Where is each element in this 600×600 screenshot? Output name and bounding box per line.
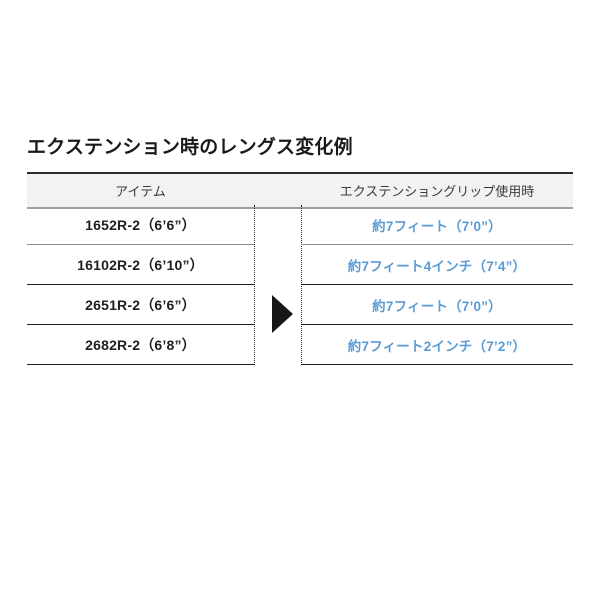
cell-extension: 約7フィート2インチ（7’2”）	[347, 339, 527, 354]
column-header-item: アイテム	[115, 184, 166, 199]
cell-item: 2682R-2（6’8”）	[85, 337, 196, 353]
row-separator-right	[301, 244, 573, 245]
length-change-table: アイテム エクステンショングリップ使用時 1652R-2（6’6”） 約7フィー…	[27, 172, 573, 365]
table-row: 2682R-2（6’8”） 約7フィート2インチ（7’2”）	[27, 325, 573, 365]
cell-extension: 約7フィート4インチ（7’4”）	[347, 259, 527, 274]
cell-item: 16102R-2（6’10”）	[77, 257, 204, 273]
table-header-row: アイテム エクステンショングリップ使用時	[27, 172, 573, 209]
arrow-right-triangle-icon	[272, 295, 293, 333]
row-separator-left	[27, 244, 254, 245]
column-header-extension: エクステンショングリップ使用時	[339, 184, 535, 199]
row-separator-left	[27, 364, 254, 365]
row-separator-left	[27, 324, 254, 325]
table-row: 1652R-2（6’6”） 約7フィート（7’0”）	[27, 205, 573, 245]
row-separator-right	[301, 364, 573, 365]
cell-extension: 約7フィート（7’0”）	[372, 219, 502, 234]
page-title: エクステンション時のレングス変化例	[27, 137, 353, 158]
dotted-rail-right	[301, 205, 302, 365]
row-separator-right	[301, 324, 573, 325]
row-separator-left	[27, 284, 254, 285]
table-row: 2651R-2（6’6”） 約7フィート（7’0”）	[27, 285, 573, 325]
cell-extension: 約7フィート（7’0”）	[372, 299, 502, 314]
row-separator-right	[301, 284, 573, 285]
table-body: 1652R-2（6’6”） 約7フィート（7’0”） 16102R-2（6’10…	[27, 205, 573, 365]
cell-item: 1652R-2（6’6”）	[85, 217, 196, 233]
cell-item: 2651R-2（6’6”）	[85, 297, 196, 313]
dotted-rail-left	[254, 205, 255, 365]
table-row: 16102R-2（6’10”） 約7フィート4インチ（7’4”）	[27, 245, 573, 285]
